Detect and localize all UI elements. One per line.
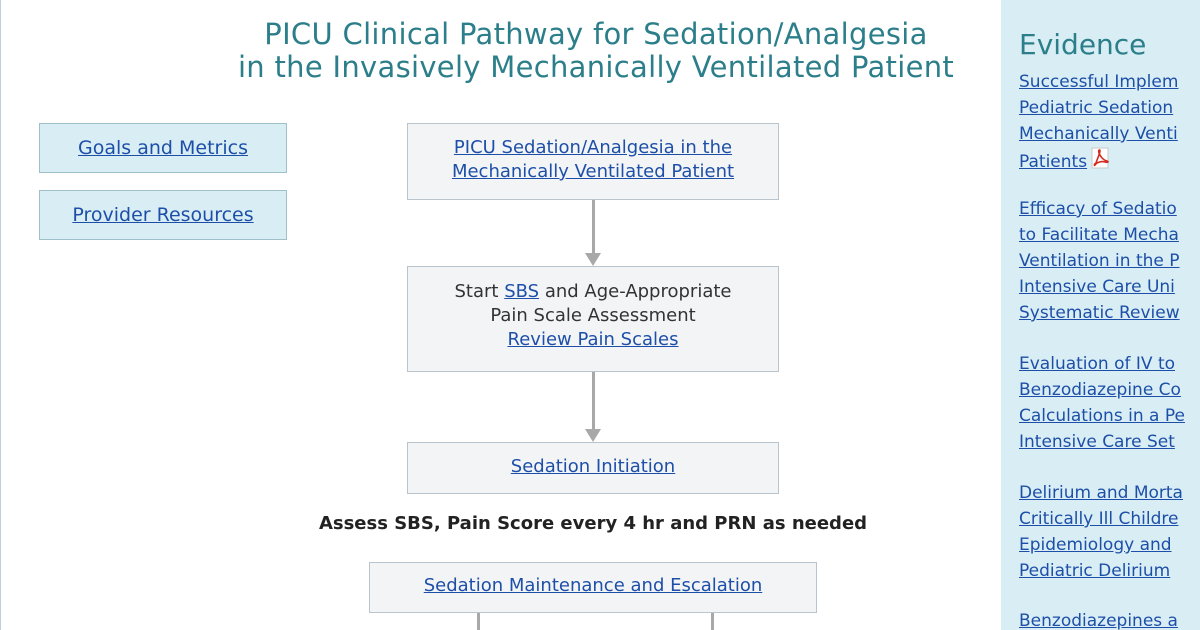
evidence-link-line[interactable]: Benzodiazepines a	[1019, 611, 1178, 630]
sedation-analgesia-link-line-2[interactable]: Mechanically Ventilated Patient	[451, 161, 735, 182]
flow-arrow-1	[592, 200, 595, 254]
evidence-link-line[interactable]: Efficacy of Sedatio	[1019, 199, 1177, 219]
evidence-item[interactable]: Efficacy of Sedatio to Facilitate Mecha …	[1019, 196, 1200, 326]
assessment-instruction: Assess SBS, Pain Score every 4 hr and PR…	[318, 513, 868, 534]
assessment-box: Start SBS and Age-Appropriate Pain Scale…	[407, 266, 779, 372]
evidence-item[interactable]: Successful Implem Pediatric Sedation Mec…	[1019, 69, 1200, 177]
sedation-maintenance-link[interactable]: Sedation Maintenance and Escalation	[423, 575, 763, 596]
evidence-link-line[interactable]: Calculations in a Pe	[1019, 406, 1185, 426]
sedation-analgesia-pathway-box[interactable]: PICU Sedation/Analgesia in the Mechanica…	[407, 123, 779, 200]
evidence-link-line[interactable]: Mechanically Venti	[1019, 124, 1178, 144]
evidence-link-line[interactable]: Systematic Review	[1019, 303, 1180, 323]
evidence-link-line[interactable]: Pediatric Sedation	[1019, 98, 1174, 118]
evidence-heading: Evidence	[1019, 28, 1147, 61]
start-text: Start	[454, 281, 505, 302]
sedation-maintenance-box[interactable]: Sedation Maintenance and Escalation	[369, 562, 817, 613]
flow-branch-right	[711, 613, 714, 630]
page-title-line-1: PICU Clinical Pathway for Sedation/Analg…	[264, 17, 928, 51]
flow-arrowhead-2	[585, 429, 601, 442]
pdf-icon[interactable]	[1091, 147, 1111, 177]
sbs-link[interactable]: SBS	[504, 281, 540, 302]
flow-arrow-2	[592, 372, 595, 430]
sedation-initiation-box[interactable]: Sedation Initiation	[407, 442, 779, 494]
goals-and-metrics-button[interactable]: Goals and Metrics	[39, 123, 287, 173]
pain-scale-text: Pain Scale Assessment	[490, 305, 696, 326]
age-appropriate-text: and Age-Appropriate	[539, 281, 732, 302]
evidence-link-line[interactable]: Intensive Care Uni	[1019, 277, 1175, 297]
evidence-link-line[interactable]: Benzodiazepine Co	[1019, 380, 1181, 400]
evidence-link-line[interactable]: Critically Ill Childre	[1019, 509, 1179, 529]
provider-resources-button[interactable]: Provider Resources	[39, 190, 287, 240]
evidence-link-line[interactable]: Ventilation in the P	[1019, 251, 1180, 271]
sedation-initiation-link[interactable]: Sedation Initiation	[510, 456, 676, 477]
evidence-link-line[interactable]: Intensive Care Set	[1019, 432, 1175, 452]
review-pain-scales-link[interactable]: Review Pain Scales	[507, 329, 679, 350]
flow-branch-left	[477, 613, 480, 630]
evidence-item[interactable]: Delirium and Morta Critically Ill Childr…	[1019, 480, 1200, 584]
evidence-link-line[interactable]: to Facilitate Mecha	[1019, 225, 1179, 245]
page-title-line-2: in the Invasively Mechanically Ventilate…	[237, 50, 955, 84]
pathway-area: PICU Clinical Pathway for Sedation/Analg…	[0, 0, 955, 630]
evidence-link-line[interactable]: Successful Implem	[1019, 72, 1179, 92]
goals-and-metrics-link[interactable]: Goals and Metrics	[78, 137, 248, 159]
evidence-link-line[interactable]: Epidemiology and	[1019, 535, 1172, 555]
evidence-sidebar: Evidence Successful Implem Pediatric Sed…	[1001, 0, 1200, 630]
evidence-link-line[interactable]: Evaluation of IV to	[1019, 354, 1176, 374]
sedation-analgesia-link-line-1[interactable]: PICU Sedation/Analgesia in the	[453, 137, 733, 158]
evidence-link-line[interactable]: Patients	[1019, 152, 1088, 172]
evidence-item[interactable]: Benzodiazepines a	[1019, 608, 1200, 630]
provider-resources-link[interactable]: Provider Resources	[72, 204, 254, 226]
evidence-item[interactable]: Evaluation of IV to Benzodiazepine Co Ca…	[1019, 351, 1200, 455]
evidence-link-line[interactable]: Pediatric Delirium	[1019, 561, 1171, 581]
evidence-link-line[interactable]: Delirium and Morta	[1019, 483, 1183, 503]
flow-arrowhead-1	[585, 253, 601, 266]
